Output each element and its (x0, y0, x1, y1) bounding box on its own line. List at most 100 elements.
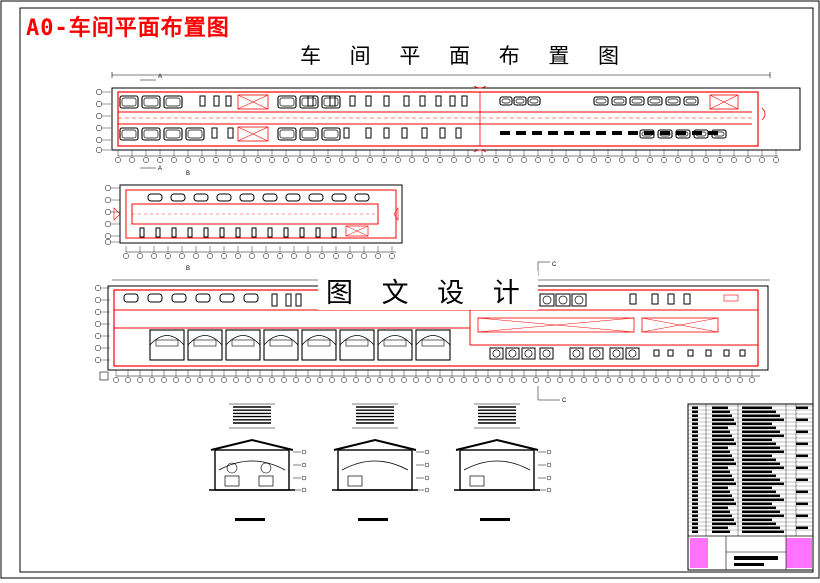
title-block-cell (796, 502, 808, 505)
plan-2-axis-bubble (361, 253, 367, 259)
title-block-rows (688, 404, 813, 536)
title-block-cell (742, 430, 780, 433)
machine-small (639, 129, 655, 139)
machine-small-inner (667, 98, 679, 104)
plan-1-axis-bubble (395, 157, 401, 163)
plan-1-axis-bubble (437, 157, 443, 163)
equipment-unit (489, 347, 504, 360)
title-block-cell (712, 482, 736, 485)
title-block-cell (692, 466, 698, 469)
plan-1-axis-bubble (689, 157, 695, 163)
plan-2-machines-top (147, 193, 370, 202)
title-block-cell (692, 486, 698, 489)
equipment-block (199, 95, 206, 107)
section-level-bubble (546, 462, 552, 468)
equipment-block (383, 95, 390, 107)
machine-inner (301, 97, 317, 107)
machine-small-inner (685, 98, 697, 104)
plan-3-axis-bubble (377, 377, 383, 383)
section-equipment (260, 462, 272, 474)
title-block-cell (796, 406, 808, 409)
section-level-bubble (301, 462, 307, 468)
plan-1-axis-bubble (339, 157, 345, 163)
machine-small-inner (613, 98, 625, 104)
plan-1-axis-bubble (297, 157, 303, 163)
title-block-cell (742, 434, 784, 437)
plan-3-axis-bubble (365, 377, 371, 383)
machine-small (171, 293, 187, 303)
title-block-cell (742, 422, 772, 425)
plan-3-machines-top (123, 293, 302, 307)
plan-3-axis-bubble (569, 377, 575, 383)
plan-1-axis-bubble (675, 157, 681, 163)
equipment-block (203, 227, 209, 238)
title-block-cell (692, 434, 698, 437)
workbench (628, 131, 638, 135)
title-block-cell (796, 526, 808, 529)
machine-small (219, 293, 235, 303)
plan-2-axis-left-bubble (104, 196, 112, 204)
bay-equipment (231, 339, 255, 347)
plan-1-axis-bubble (619, 157, 625, 163)
workbench (692, 131, 702, 135)
equipment-block (365, 95, 372, 107)
title-block-cell (712, 518, 734, 521)
title-block-cell (692, 458, 698, 461)
plan-3-axis-bubble (341, 377, 347, 383)
plan-1-axis-bubble (745, 157, 751, 163)
title-block-cell (742, 494, 780, 497)
plan-1-axis-bubble (605, 157, 611, 163)
plan-1-axis-bubble (479, 157, 485, 163)
equipment-block (213, 95, 220, 107)
machine-small (123, 293, 139, 303)
bay-arch (225, 335, 261, 346)
plan-1-axis-bubble (633, 157, 639, 163)
plan-2-axis-bubble (291, 253, 297, 259)
equipment-unit-circle (492, 349, 501, 358)
title-block-cell (742, 454, 772, 457)
plan-3-axis-left-bubble (94, 296, 102, 304)
equipment-block (267, 227, 273, 238)
bay-equipment (193, 339, 217, 347)
equipment-block (331, 227, 337, 238)
title-block-cell (742, 526, 780, 529)
bay-arch (149, 335, 185, 346)
plan-1-axis-bubble (563, 157, 569, 163)
plan-3-equipment-right-top (521, 293, 739, 307)
equipment-unit (589, 347, 604, 360)
plan-3-section-mark-end: C (562, 398, 567, 404)
section-level-bubble (546, 449, 552, 455)
plan-3-axis-bubble (329, 377, 335, 383)
equipment-block (435, 95, 442, 107)
machine (277, 95, 297, 109)
title-block-cell (712, 446, 728, 449)
equipment-block (683, 293, 691, 305)
equipment-block (383, 127, 390, 139)
machine-small (683, 96, 699, 106)
plan-3-axis-bubble (185, 377, 191, 383)
equipment-block (187, 227, 193, 238)
plan-3-axis-left (94, 284, 110, 364)
plan-3-axis-bubble (221, 377, 227, 383)
section-crane-arc (463, 460, 531, 471)
equipment-block (295, 293, 302, 307)
bay-arch (301, 335, 337, 346)
plan-1-axis-bubble (255, 157, 261, 163)
watermark: 图 文 设 计 (318, 271, 538, 310)
workbench (644, 131, 654, 135)
machine-small (527, 96, 541, 106)
machine-small (693, 129, 709, 139)
title-block-cell (712, 502, 736, 505)
bay (263, 329, 299, 361)
equipment-block (439, 127, 446, 139)
title-block-cell (712, 494, 732, 497)
title-block-cell (742, 486, 772, 489)
title-block-cell (712, 406, 728, 409)
title-block-cell (742, 470, 772, 473)
equipment-unit (571, 293, 587, 307)
title-block-cell (692, 494, 698, 497)
plan-3-axis-bubble (617, 377, 623, 383)
plan-1-axis-left-bubble (95, 100, 103, 108)
title-block-cell (692, 510, 698, 513)
